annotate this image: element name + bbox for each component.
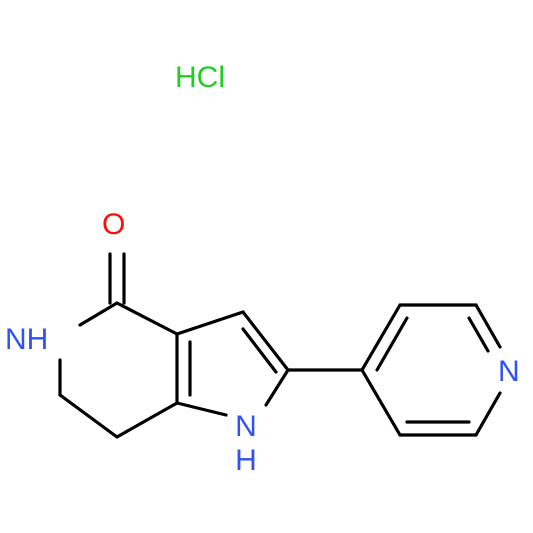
bond-py-c1-c2 [360, 303, 402, 372]
bond-py-c3-n [474, 303, 502, 349]
bond-c3a-c3 [175, 310, 245, 336]
bond-lines [58, 252, 502, 439]
bond-c2-n1 [264, 368, 290, 407]
bond-py-c6-c1 [360, 368, 402, 437]
oxygen-atom-label: O [102, 208, 125, 241]
bond-py-c1-c2-inner [375, 316, 409, 372]
bond-c4-n5 [78, 301, 119, 327]
bond-c6-c7 [58, 393, 119, 439]
amide-nh-label: NH [5, 323, 48, 356]
pyrrole-nh-n: N [235, 410, 257, 443]
bond-py-n-c5 [474, 391, 502, 437]
bond-c3-c2-inner [241, 327, 278, 374]
bond-n1-c7a [175, 401, 228, 417]
pyrrole-nh-h: H [235, 444, 257, 477]
pyridine-n-label: N [498, 355, 520, 388]
bond-c7-c7a [115, 401, 179, 439]
amide-nh-n: N [5, 323, 27, 356]
amide-nh-h: H [27, 323, 49, 356]
bond-c3a-c4 [115, 301, 179, 336]
bond-c3-c2 [241, 310, 290, 372]
bond-py-c3-n-inner [467, 316, 490, 353]
hcl-salt-label: HCl [175, 61, 225, 94]
